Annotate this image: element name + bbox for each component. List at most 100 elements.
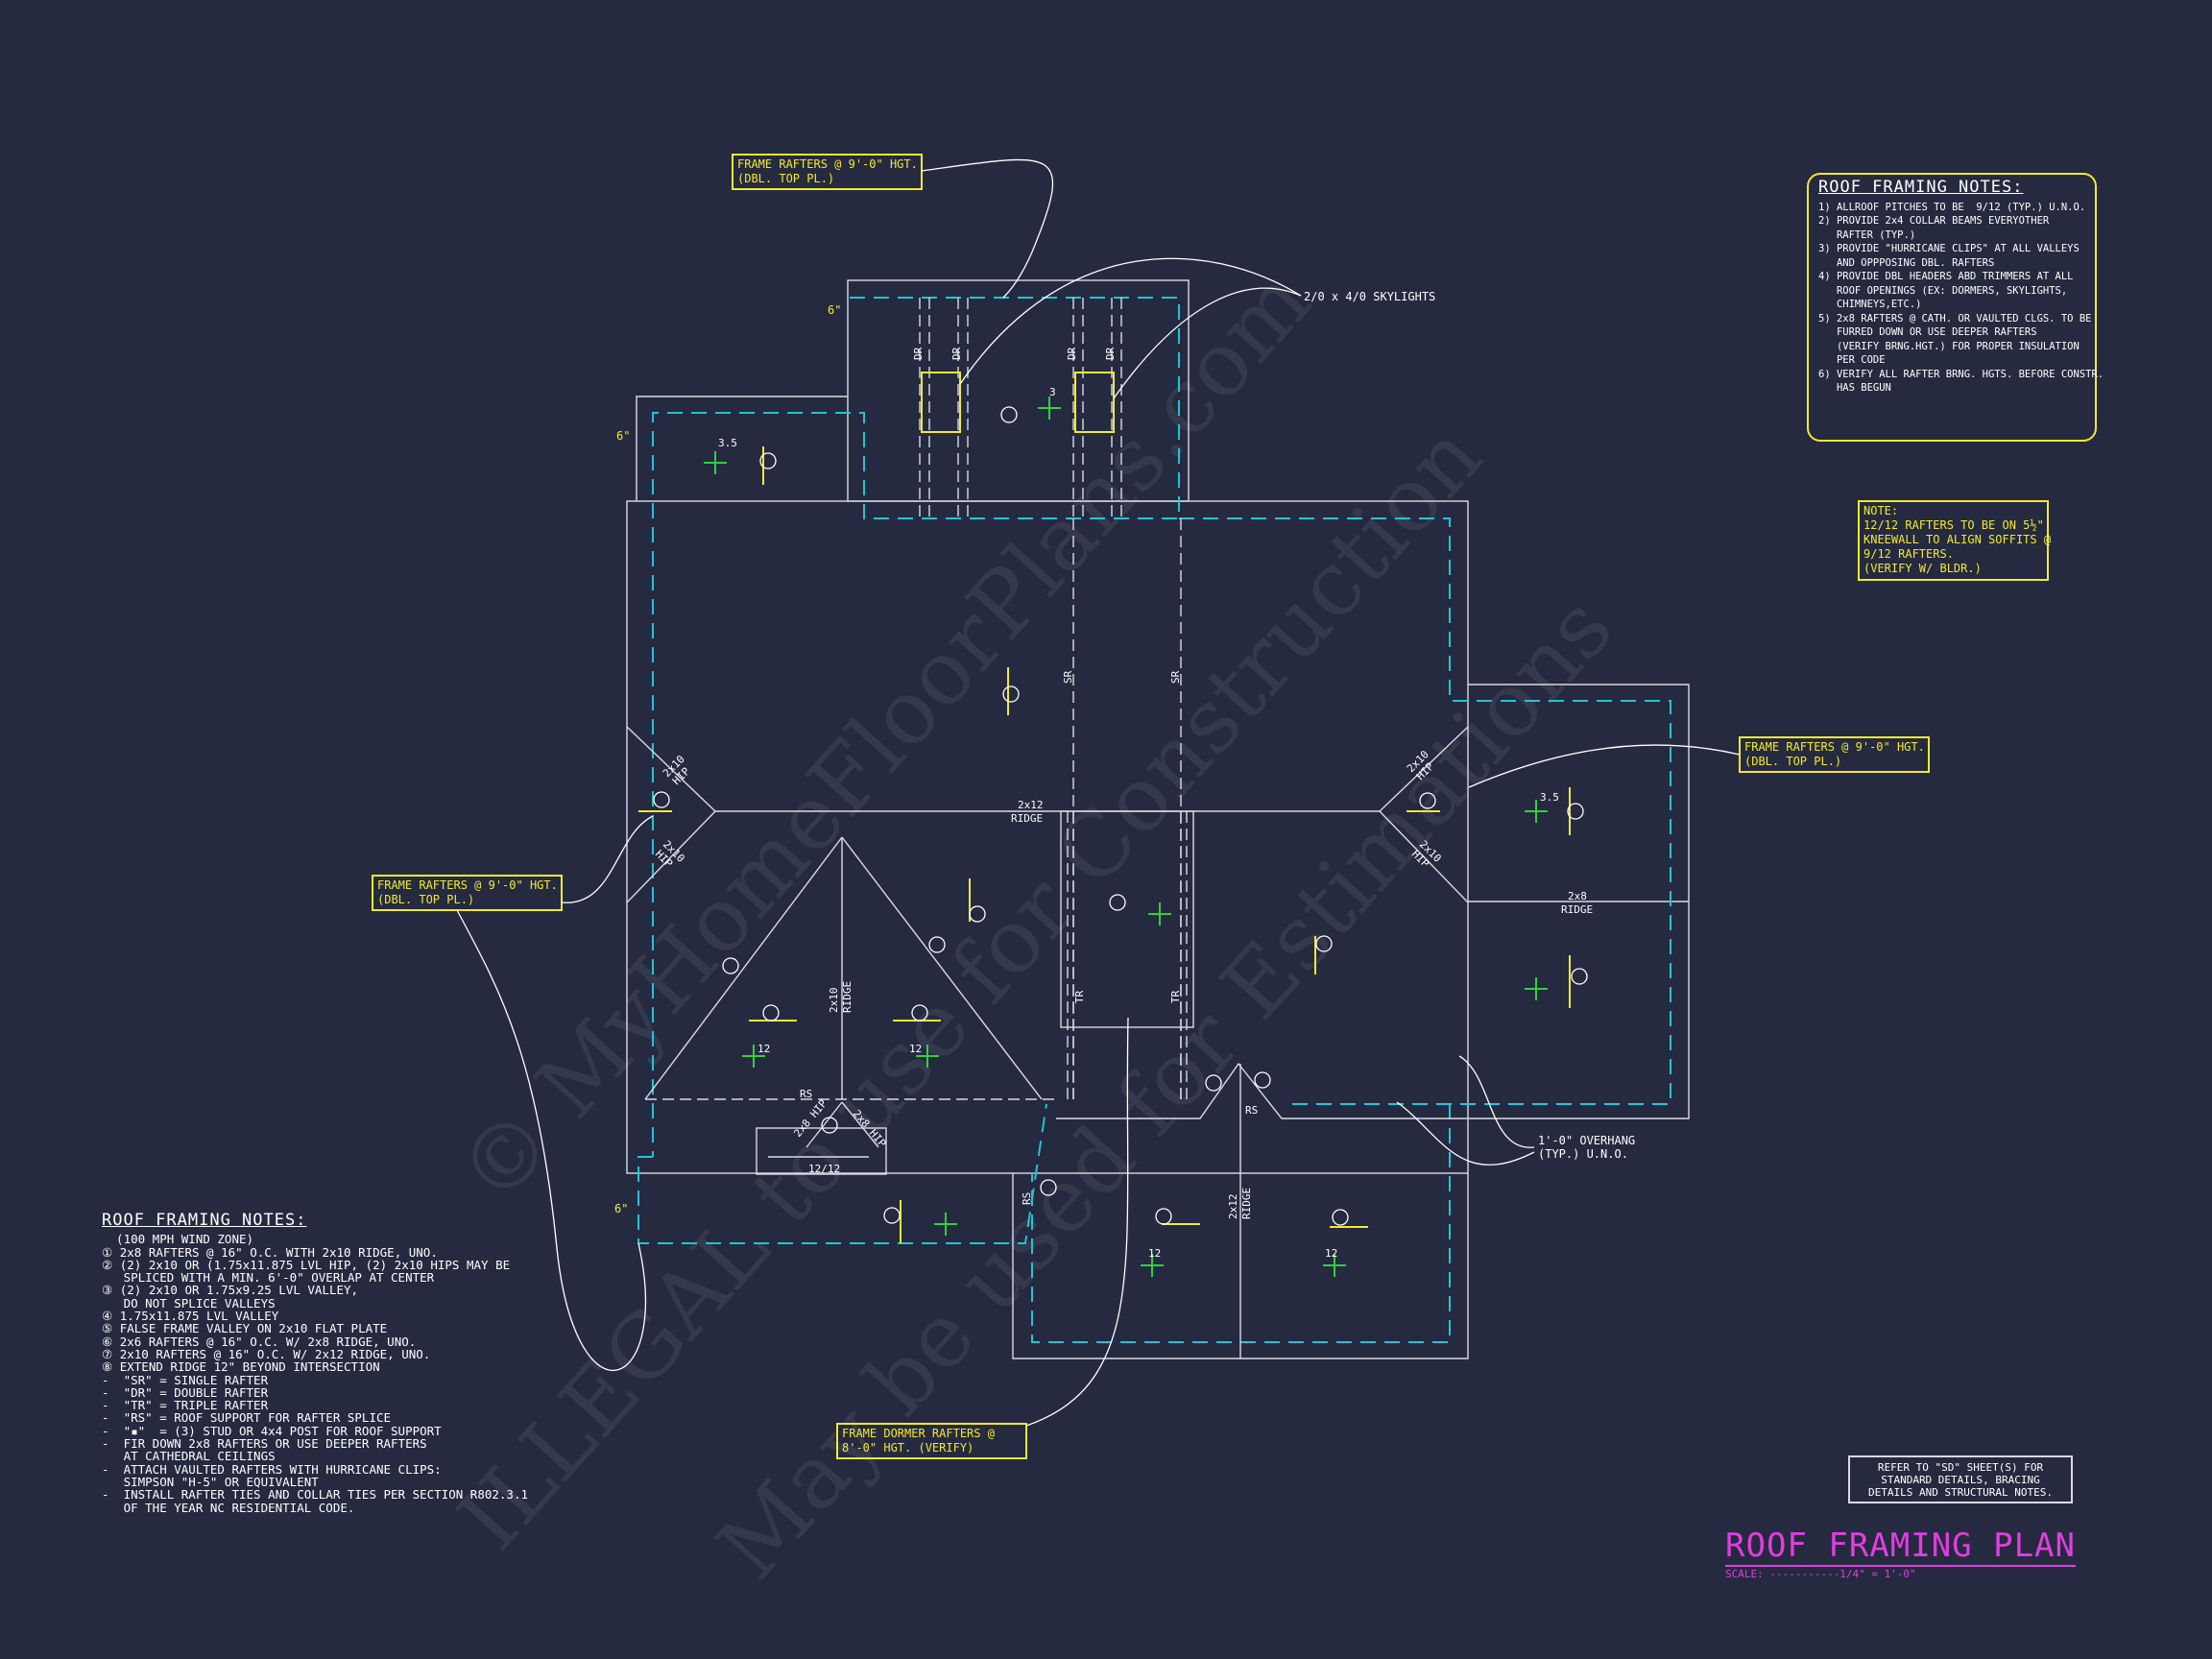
- callout-dormer-line-2: 8'-0" HGT. (VERIFY): [842, 1441, 974, 1455]
- kneewall-line-1: NOTE:: [1863, 504, 1898, 517]
- small-hip-left: [805, 1101, 843, 1148]
- hip-right-lower: [1379, 810, 1469, 903]
- marker-6-c: [653, 791, 670, 808]
- callout-kneewall-box: [1858, 500, 2049, 581]
- sr-label-left: SR: [1062, 670, 1074, 684]
- kneewall-line-2: 12/12 RAFTERS TO BE ON 5½": [1863, 518, 2044, 532]
- dr-label-1: DR: [912, 347, 925, 360]
- left-note-line-9: ⑥ 2x6 RAFTERS @ 16" O.C. W/ 2x8 RIDGE, U…: [102, 1334, 417, 1349]
- marker-1-b: [969, 905, 986, 923]
- callout-left-box: [372, 875, 563, 911]
- valley-left: [644, 836, 843, 1100]
- marker-1-c: [1315, 935, 1333, 952]
- kneewall-line-3: KNEEWALL TO ALIGN SOFFITS @: [1863, 533, 2051, 546]
- marker-5-a: [722, 957, 739, 974]
- pitch-val-4: 12: [757, 1043, 770, 1055]
- valley-right: [841, 836, 1043, 1100]
- sr-label-right: SR: [1169, 670, 1182, 684]
- callout-left-leader-a: [561, 815, 654, 903]
- pitch-symbols: 3.5 3 12 12 3.5 12 12: [704, 386, 1559, 1277]
- pitch-symbol-3: [1148, 902, 1171, 926]
- pitch-symbol-5: [916, 1045, 939, 1068]
- watermark: © MyHomeFloorPlans.com ILLEGAL to use fo…: [439, 250, 1632, 1598]
- tr-label-right: TR: [1169, 990, 1182, 1003]
- six-in-label-1: 6": [828, 303, 841, 317]
- right-note-line-11: (VERIFY BRNG.HGT.) FOR PROPER INSULATION: [1818, 340, 2080, 352]
- callout-top-line-2: (DBL. TOP PL.): [737, 172, 834, 185]
- marker-1-e: [1332, 1209, 1349, 1226]
- pitch-symbol-1: [704, 451, 727, 474]
- ridge-2x10-label: RIDGE: [841, 981, 854, 1013]
- main-body-outline: [626, 500, 1469, 1174]
- callout-dormer-leader: [1025, 1017, 1129, 1427]
- ridge-2x12-b-label: RIDGE: [1240, 1188, 1253, 1219]
- left-notes-title: ROOF FRAMING NOTES:: [102, 1211, 307, 1230]
- right-notes-lines: 1) ALLROOF PITCHES TO BE 9/12 (TYP.) U.N…: [1818, 201, 2104, 396]
- left-note-line-19: - ATTACH VAULTED RAFTERS WITH HURRICANE …: [102, 1461, 442, 1477]
- reference-line-1: REFER TO "SD" SHEET(S) FOR: [1877, 1461, 2044, 1474]
- callout-kneewall: NOTE: 12/12 RAFTERS TO BE ON 5½" KNEEWAL…: [1858, 500, 2051, 581]
- overhang-leader-b: [1396, 1101, 1535, 1166]
- pitch-val-9: 12: [1148, 1247, 1161, 1260]
- skylight-left: [921, 372, 961, 433]
- left-note-line-4: SPLICED WITH A MIN. 6'-0" OVERLAP AT CEN…: [102, 1270, 435, 1286]
- pitch-symbol-9: [1141, 1254, 1164, 1277]
- kneewall-line-5: (VERIFY W/ BLDR.): [1863, 562, 1982, 575]
- marker-1-d: [1155, 1208, 1172, 1225]
- overhang-leader-a: [1458, 1055, 1535, 1148]
- six-in-label-3: 6": [614, 1202, 628, 1215]
- right-note-line-5: AND OPPPOSING DBL. RAFTERS: [1818, 256, 1995, 269]
- ridge-2x12-label: RIDGE: [1011, 812, 1043, 825]
- skylight-label: 2/0 x 4/0 SKYLIGHTS: [1304, 290, 1435, 303]
- plan-title: ROOF FRAMING PLAN: [1725, 1527, 2076, 1567]
- left-note-line-22: OF THE YEAR NC RESIDENTIAL CODE.: [102, 1500, 355, 1515]
- callout-left: FRAME RAFTERS @ 9'-0" HGT. (DBL. TOP PL.…: [372, 815, 654, 1371]
- plan-scale: SCALE: -----------1/4" = 1'-0": [1725, 1568, 1916, 1580]
- hip-right-upper: [1379, 726, 1469, 812]
- skylights: [921, 372, 1115, 433]
- marker-6-f: [1571, 968, 1588, 985]
- pitch-val-6: 3.5: [1540, 791, 1559, 804]
- note-markers: [653, 406, 1588, 1226]
- marker-6-d: [1419, 792, 1436, 809]
- hip-left-upper: [626, 726, 716, 812]
- callout-dormer: FRAME DORMER RAFTERS @ 8'-0" HGT. (VERIF…: [836, 1017, 1129, 1459]
- marker-6-g: [1109, 894, 1126, 911]
- callout-right-line-1: FRAME RAFTERS @ 9'-0" HGT.: [1744, 740, 1925, 754]
- pitch-symbol-2: [1038, 397, 1061, 420]
- hip-left-lower: [626, 810, 716, 903]
- pitch-1212-label: 12/12: [808, 1163, 840, 1175]
- skylight-leader-b: [1113, 287, 1302, 399]
- rs-label-2: RS: [1245, 1104, 1258, 1117]
- right-note-line-7: ROOF OPENINGS (EX: DORMERS, SKYLIGHTS,: [1818, 284, 2068, 297]
- building-outline: [626, 279, 1690, 1359]
- callout-right: FRAME RAFTERS @ 9'-0" HGT. (DBL. TOP PL.…: [1468, 736, 1930, 788]
- tr-label-left: TR: [1073, 990, 1086, 1003]
- marker-5-b: [928, 936, 946, 953]
- left-note-line-1: (100 MPH WIND ZONE): [102, 1232, 254, 1247]
- callout-top: FRAME RAFTERS @ 9'-0" HGT. (DBL. TOP PL.…: [732, 154, 1054, 299]
- left-note-line-20: SIMPSON "H-5" OR EQUIVALENT: [102, 1474, 319, 1489]
- kneewall-line-4: 9/12 RAFTERS.: [1863, 547, 1954, 561]
- left-notes-lines: (100 MPH WIND ZONE)① 2x8 RAFTERS @ 16" O…: [102, 1232, 528, 1515]
- left-note-line-7: ④ 1.75x11.875 LVL VALLEY: [102, 1309, 279, 1324]
- pitch-symbol-4: [742, 1045, 765, 1068]
- right-note-line-8: CHIMNEYS,ETC.): [1818, 299, 1922, 310]
- skylight-leader-a: [959, 257, 1302, 385]
- left-note-line-2: ① 2x8 RAFTERS @ 16" O.C. WITH 2x10 RIDGE…: [102, 1244, 438, 1260]
- callout-top-line-1: FRAME RAFTERS @ 9'-0" HGT.: [737, 157, 918, 171]
- callout-left-line-2: (DBL. TOP PL.): [377, 893, 474, 906]
- dr-label-2: DR: [950, 347, 963, 360]
- marker-5-d: [1254, 1071, 1271, 1089]
- tr-opening: [1060, 810, 1194, 1028]
- overhang-line-2: (TYP.) U.N.O.: [1538, 1147, 1628, 1161]
- plate-line-top: [652, 297, 1180, 1157]
- dormer-outline: [1056, 1062, 1468, 1119]
- plate-line-right: [1179, 517, 1671, 1105]
- pitch-val-1: 3.5: [718, 437, 737, 449]
- skylight-right: [1074, 372, 1115, 433]
- right-note-line-2: 2) PROVIDE 2x4 COLLAR BEAMS EVERYOTHER: [1818, 215, 2050, 227]
- right-note-line-3: RAFTER (TYP.): [1818, 228, 1916, 241]
- right-note-line-4: 3) PROVIDE "HURRICANE CLIPS" AT ALL VALL…: [1818, 243, 2080, 254]
